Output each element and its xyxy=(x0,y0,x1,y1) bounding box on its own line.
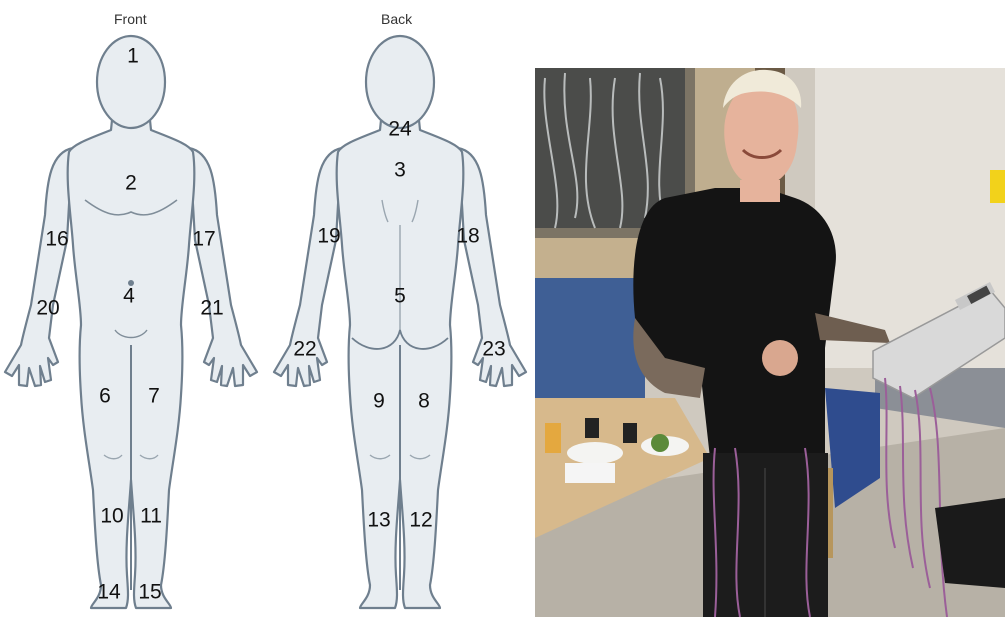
front-figure: 1 2 4 16 17 20 21 6 7 10 11 14 15 xyxy=(5,36,257,608)
photo-illustration xyxy=(535,68,1005,617)
front-label-20: 20 xyxy=(36,297,59,320)
front-label-4: 4 xyxy=(123,285,135,308)
back-label-19: 19 xyxy=(317,225,340,248)
back-label-8: 8 xyxy=(418,390,430,413)
front-label-11: 11 xyxy=(140,505,162,528)
body-map-diagram: Front Back 1 2 4 16 17 xyxy=(0,0,530,617)
front-label-7: 7 xyxy=(148,385,160,408)
front-label-6: 6 xyxy=(99,385,111,408)
black-bag xyxy=(935,498,1005,588)
front-label-14: 14 xyxy=(97,581,121,604)
back-label-18: 18 xyxy=(456,225,479,248)
back-label-23: 23 xyxy=(482,338,505,361)
back-figure: 24 3 19 18 5 22 23 9 8 13 12 xyxy=(274,36,526,608)
front-label-21: 21 xyxy=(200,297,223,320)
participant-photo xyxy=(535,68,1005,617)
blue-cabinet xyxy=(535,273,645,403)
back-label-5: 5 xyxy=(394,285,406,308)
body-figures: 1 2 4 16 17 20 21 6 7 10 11 14 15 24 3 1… xyxy=(0,0,530,617)
front-label-17: 17 xyxy=(192,228,215,251)
back-label-22: 22 xyxy=(293,338,316,361)
back-label-24: 24 xyxy=(388,118,412,141)
back-label-9: 9 xyxy=(373,390,385,413)
back-label-12: 12 xyxy=(409,509,432,532)
front-label-15: 15 xyxy=(138,581,161,604)
front-label-10: 10 xyxy=(100,505,123,528)
warning-sign xyxy=(990,170,1005,203)
front-view-title: Front xyxy=(114,11,147,27)
front-label-2: 2 xyxy=(125,172,137,195)
front-label-1: 1 xyxy=(127,45,139,68)
back-view-title: Back xyxy=(381,11,412,27)
back-label-3: 3 xyxy=(394,159,406,182)
back-label-13: 13 xyxy=(367,509,390,532)
front-label-16: 16 xyxy=(45,228,68,251)
